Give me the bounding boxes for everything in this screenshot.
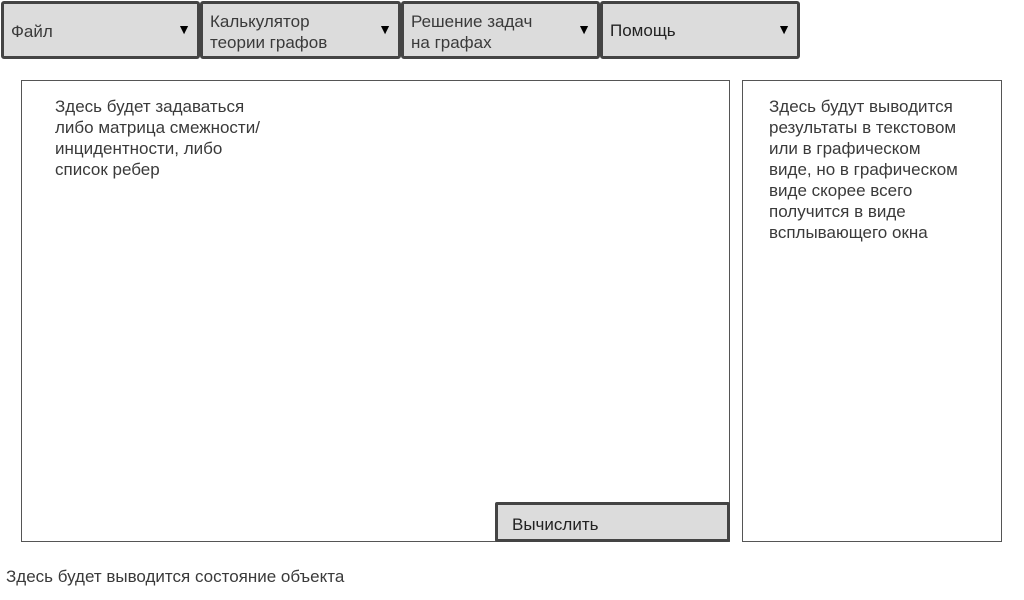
graph-input-line: Здесь будет задаваться xyxy=(55,97,245,116)
graph-input-line: список ребер xyxy=(55,160,160,179)
graph-input-line: инцидентности, либо xyxy=(55,139,223,158)
graph-input-line: либо матрица смежности/ xyxy=(55,118,260,137)
menu-help-label: Помощь xyxy=(610,20,769,41)
chevron-down-icon: ▼ xyxy=(577,21,591,37)
results-output-line: всплывающего окна xyxy=(769,223,928,242)
menu-solve-label-line1: Решение задач xyxy=(411,12,533,31)
calculate-button-label: Вычислить xyxy=(512,515,599,534)
menu-help-label-line1: Помощь xyxy=(610,21,676,40)
menu-calculator-dropdown[interactable]: Калькулятор теории графов ▼ xyxy=(200,1,401,59)
calculate-button[interactable]: Вычислить xyxy=(495,502,730,542)
results-output-line: виде, но в графическом xyxy=(769,160,958,179)
menu-file-label-line1: Файл xyxy=(11,22,53,41)
menu-calculator-label: Калькулятор теории графов xyxy=(210,11,370,53)
menu-calculator-label-line1: Калькулятор xyxy=(210,12,310,31)
results-output-line: или в графическом xyxy=(769,139,921,158)
menu-solve-label: Решение задач на графах xyxy=(411,11,569,53)
results-output-line: виде скорее всего xyxy=(769,181,913,200)
chevron-down-icon: ▼ xyxy=(777,21,791,37)
menu-solve-dropdown[interactable]: Решение задач на графах ▼ xyxy=(401,1,600,59)
menu-file-label: Файл xyxy=(11,21,169,42)
results-output-area: Здесь будут выводится результаты в текст… xyxy=(742,80,1002,542)
menu-solve-label-line2: на графах xyxy=(411,33,492,52)
results-output-line: результаты в текстовом xyxy=(769,118,957,137)
results-output-line: получится в виде xyxy=(769,202,906,221)
menu-calculator-label-line2: теории графов xyxy=(210,33,328,52)
graph-input-placeholder: Здесь будет задаваться либо матрица смеж… xyxy=(55,96,295,180)
status-bar-text: Здесь будет выводится состояние объекта xyxy=(6,567,345,586)
chevron-down-icon: ▼ xyxy=(378,21,392,37)
chevron-down-icon: ▼ xyxy=(177,21,191,37)
results-output-line: Здесь будут выводится xyxy=(769,97,953,116)
menu-help-dropdown[interactable]: Помощь ▼ xyxy=(600,1,800,59)
graph-input-area[interactable]: Здесь будет задаваться либо матрица смеж… xyxy=(21,80,730,542)
menu-file-dropdown[interactable]: Файл ▼ xyxy=(1,1,200,59)
results-output-placeholder: Здесь будут выводится результаты в текст… xyxy=(769,96,984,243)
